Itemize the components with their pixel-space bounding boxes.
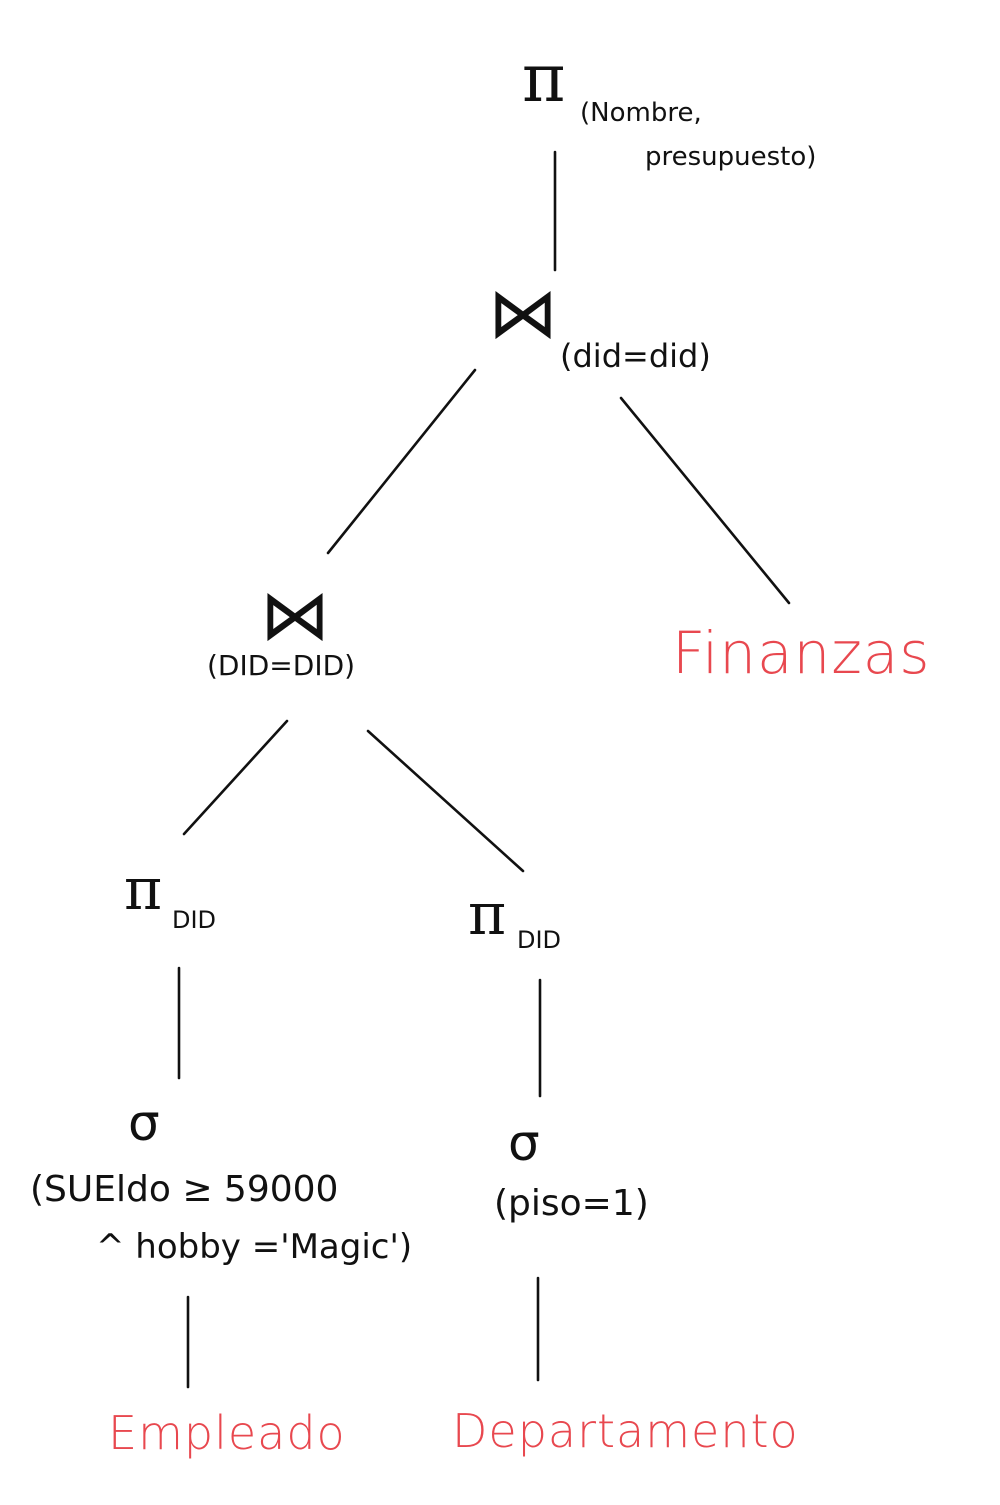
edge-join-mid-to-proj-left <box>182 719 289 836</box>
edge-join-top-to-join-mid <box>326 368 477 555</box>
proj-left-attr: DID <box>172 906 217 934</box>
relation-finanzas: Finanzas <box>672 619 931 687</box>
proj-left-symbol: π <box>124 855 163 923</box>
relation-empleado: Empleado <box>108 1406 346 1460</box>
select-right-symbol: σ <box>508 1114 540 1172</box>
edge-join-top-to-finanzas <box>619 396 791 605</box>
select-left-cond-line1: (SUEldo ≥ 59000 <box>30 1169 339 1210</box>
root-projection-symbol: π <box>522 40 566 117</box>
root-projection-attr-line1: (Nombre, <box>580 98 702 128</box>
select-left-symbol: σ <box>128 1094 160 1152</box>
proj-right-attr: DID <box>517 926 562 954</box>
root-projection-attr-line2: presupuesto) <box>645 142 817 172</box>
join-top-symbol: ⋈ <box>488 272 558 354</box>
join-mid-condition: (DID=DID) <box>207 649 356 682</box>
relation-departamento: Departamento <box>452 1404 799 1458</box>
join-mid-symbol: ⋈ <box>260 574 330 656</box>
select-left-cond-line2: ^ hobby ='Magic') <box>96 1227 413 1267</box>
edge-join-mid-to-proj-right <box>366 729 525 873</box>
join-top-condition: (did=did) <box>560 337 711 375</box>
proj-right-symbol: π <box>468 880 507 948</box>
select-right-cond: (piso=1) <box>494 1183 649 1224</box>
